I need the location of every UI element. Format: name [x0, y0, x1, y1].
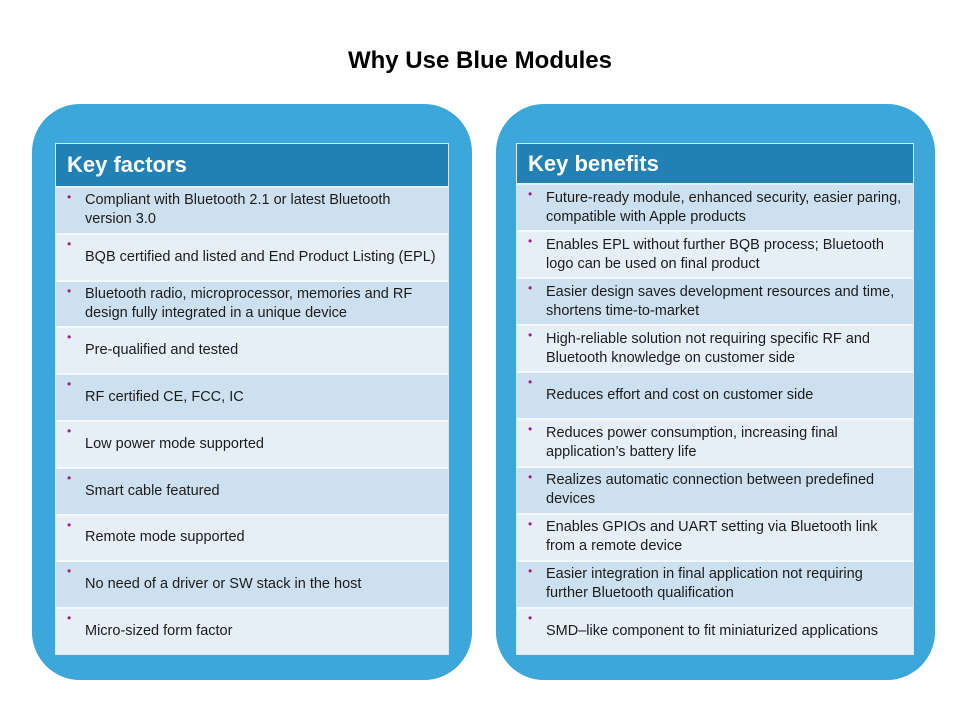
- list-item-text: SMD–like component to fit miniaturized a…: [546, 622, 879, 639]
- list-item: • Low power mode supported: [56, 421, 448, 469]
- list-item-text: Easier integration in final application …: [546, 566, 863, 602]
- list-item-text: Reduces effort and cost on customer side: [546, 387, 814, 404]
- bullet-icon: •: [528, 610, 533, 625]
- bullet-icon: •: [67, 423, 72, 438]
- list-item: • BQB certified and listed and End Produc…: [56, 234, 448, 282]
- list-item-text: High-reliable solution not requiring spe…: [546, 330, 870, 366]
- key-factors-table: Key factors • Compliant with Bluetooth 2.…: [55, 143, 449, 655]
- list-item-text: Easier design saves development resource…: [546, 283, 895, 319]
- bullet-icon: •: [67, 283, 72, 298]
- list-item: • Reduces effort and cost on customer sid…: [517, 373, 913, 421]
- bullet-icon: •: [67, 517, 72, 532]
- bullet-icon: •: [528, 563, 533, 578]
- slide-title: Why Use Blue Modules: [347, 47, 613, 74]
- bullet-icon: •: [67, 564, 72, 579]
- list-item: • Pre-qualified and tested: [56, 328, 448, 376]
- bullet-icon: •: [67, 190, 72, 204]
- list-item: • High-reliable solution not requiring sp…: [517, 326, 913, 374]
- list-item-text: Pre-qualified and tested: [85, 342, 239, 359]
- bullet-icon: •: [528, 375, 533, 390]
- list-item-text: Bluetooth radio, microprocessor, memorie…: [85, 285, 413, 321]
- list-item-text: RF certified CE, FCC, IC: [85, 389, 244, 406]
- list-item-text: Enables EPL without further BQB process;…: [546, 236, 884, 272]
- list-item: • Remote mode supported: [56, 515, 448, 563]
- list-item: • Enables EPL without further BQB process…: [517, 232, 913, 280]
- bullet-icon: •: [67, 377, 72, 392]
- list-item-text: BQB certified and listed and End Product…: [85, 248, 436, 265]
- list-item: • Compliant with Bluetooth 2.1 or latest …: [56, 188, 448, 235]
- bullet-icon: •: [528, 422, 533, 437]
- list-item: • No need of a driver or SW stack in the …: [56, 562, 448, 610]
- key-benefits-panel: Key benefits • Future-ready module, enhan…: [496, 104, 935, 680]
- list-item: • Micro-sized form factor: [56, 609, 448, 654]
- list-item: • Enables GPIOs and UART setting via Blue…: [517, 514, 913, 562]
- key-benefits-table: Key benefits • Future-ready module, enhan…: [516, 143, 914, 655]
- bullet-icon: •: [67, 236, 72, 251]
- key-benefits-heading: Key benefits: [517, 144, 913, 185]
- list-item-text: Reduces power consumption, increasing fi…: [546, 425, 838, 461]
- list-item-text: Low power mode supported: [85, 435, 264, 452]
- list-item-text: Realizes automatic connection between pr…: [546, 472, 875, 508]
- bullet-icon: •: [528, 281, 533, 296]
- key-factors-list: • Compliant with Bluetooth 2.1 or latest …: [56, 188, 448, 654]
- list-item-text: Compliant with Bluetooth 2.1 or latest B…: [85, 192, 391, 228]
- list-item: • Reduces power consumption, increasing f…: [517, 420, 913, 468]
- list-item-text: Smart cable featured: [85, 482, 220, 499]
- bullet-icon: •: [528, 516, 533, 531]
- list-item-text: No need of a driver or SW stack in the h…: [85, 576, 362, 593]
- list-item-text: Enables GPIOs and UART setting via Bluet…: [546, 519, 878, 555]
- bullet-icon: •: [528, 328, 533, 343]
- list-item: • Future-ready module, enhanced security,…: [517, 185, 913, 233]
- list-item: • Bluetooth radio, microprocessor, memori…: [56, 281, 448, 329]
- list-item: • RF certified CE, FCC, IC: [56, 375, 448, 422]
- key-benefits-list: • Future-ready module, enhanced security,…: [517, 185, 913, 654]
- key-factors-heading: Key factors: [56, 144, 448, 188]
- list-item: • Smart cable featured: [56, 468, 448, 516]
- bullet-icon: •: [528, 234, 533, 249]
- list-item: • SMD–like component to fit miniaturized …: [517, 608, 913, 654]
- list-item: • Realizes automatic connection between p…: [517, 467, 913, 515]
- bullet-icon: •: [528, 469, 533, 484]
- key-factors-panel: Key factors • Compliant with Bluetooth 2.…: [32, 104, 472, 680]
- list-item: • Easier integration in final application…: [517, 561, 913, 609]
- list-item: • Easier design saves development resourc…: [517, 279, 913, 327]
- bullet-icon: •: [67, 470, 72, 485]
- bullet-icon: •: [67, 330, 72, 345]
- list-item-text: Future-ready module, enhanced security, …: [546, 189, 902, 225]
- bullet-icon: •: [67, 611, 72, 626]
- list-item-text: Micro-sized form factor: [85, 623, 233, 640]
- list-item-text: Remote mode supported: [85, 529, 245, 546]
- bullet-icon: •: [528, 187, 533, 201]
